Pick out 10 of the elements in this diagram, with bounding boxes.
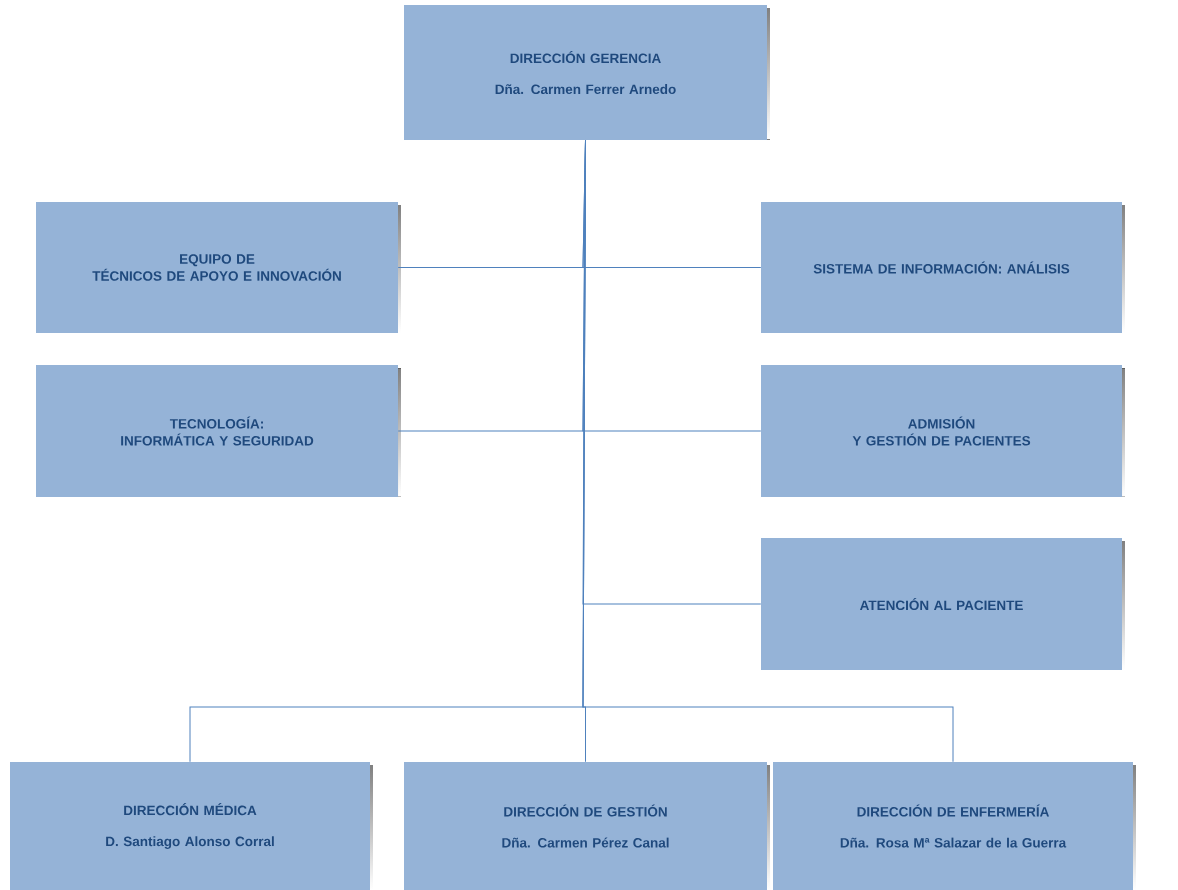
org-box: EQUIPO DE TÉCNICOS DE APOYO E INNOVACIÓN (36, 202, 401, 333)
org-box: ADMISIÓN Y GESTIÓN DE PACIENTES (761, 365, 1125, 497)
org-box: DIRECCIÓN DE GESTIÓN Dña. Carmen Pérez Canal (404, 762, 770, 890)
org-box: DIRECCIÓN MÉDICA D. Santiago Alonso Corral (10, 762, 373, 890)
org-box: DIRECCIÓN DE ENFERMERÍA Dña. Rosa Mª Salazar de la Guerra (773, 762, 1136, 890)
connector-line (582, 139, 954, 763)
org-box: SISTEMA DE INFORMACIÓN: ANÁLISIS (761, 202, 1125, 333)
org-box: ATENCIÓN AL PACIENTE (761, 538, 1125, 670)
org-box: DIRECCIÓN GERENCIA Dña. Carmen Ferrer Arnedo (404, 5, 770, 140)
org-box: TECNOLOGÍA: INFORMÁTICA Y SEGURIDAD (36, 365, 401, 497)
